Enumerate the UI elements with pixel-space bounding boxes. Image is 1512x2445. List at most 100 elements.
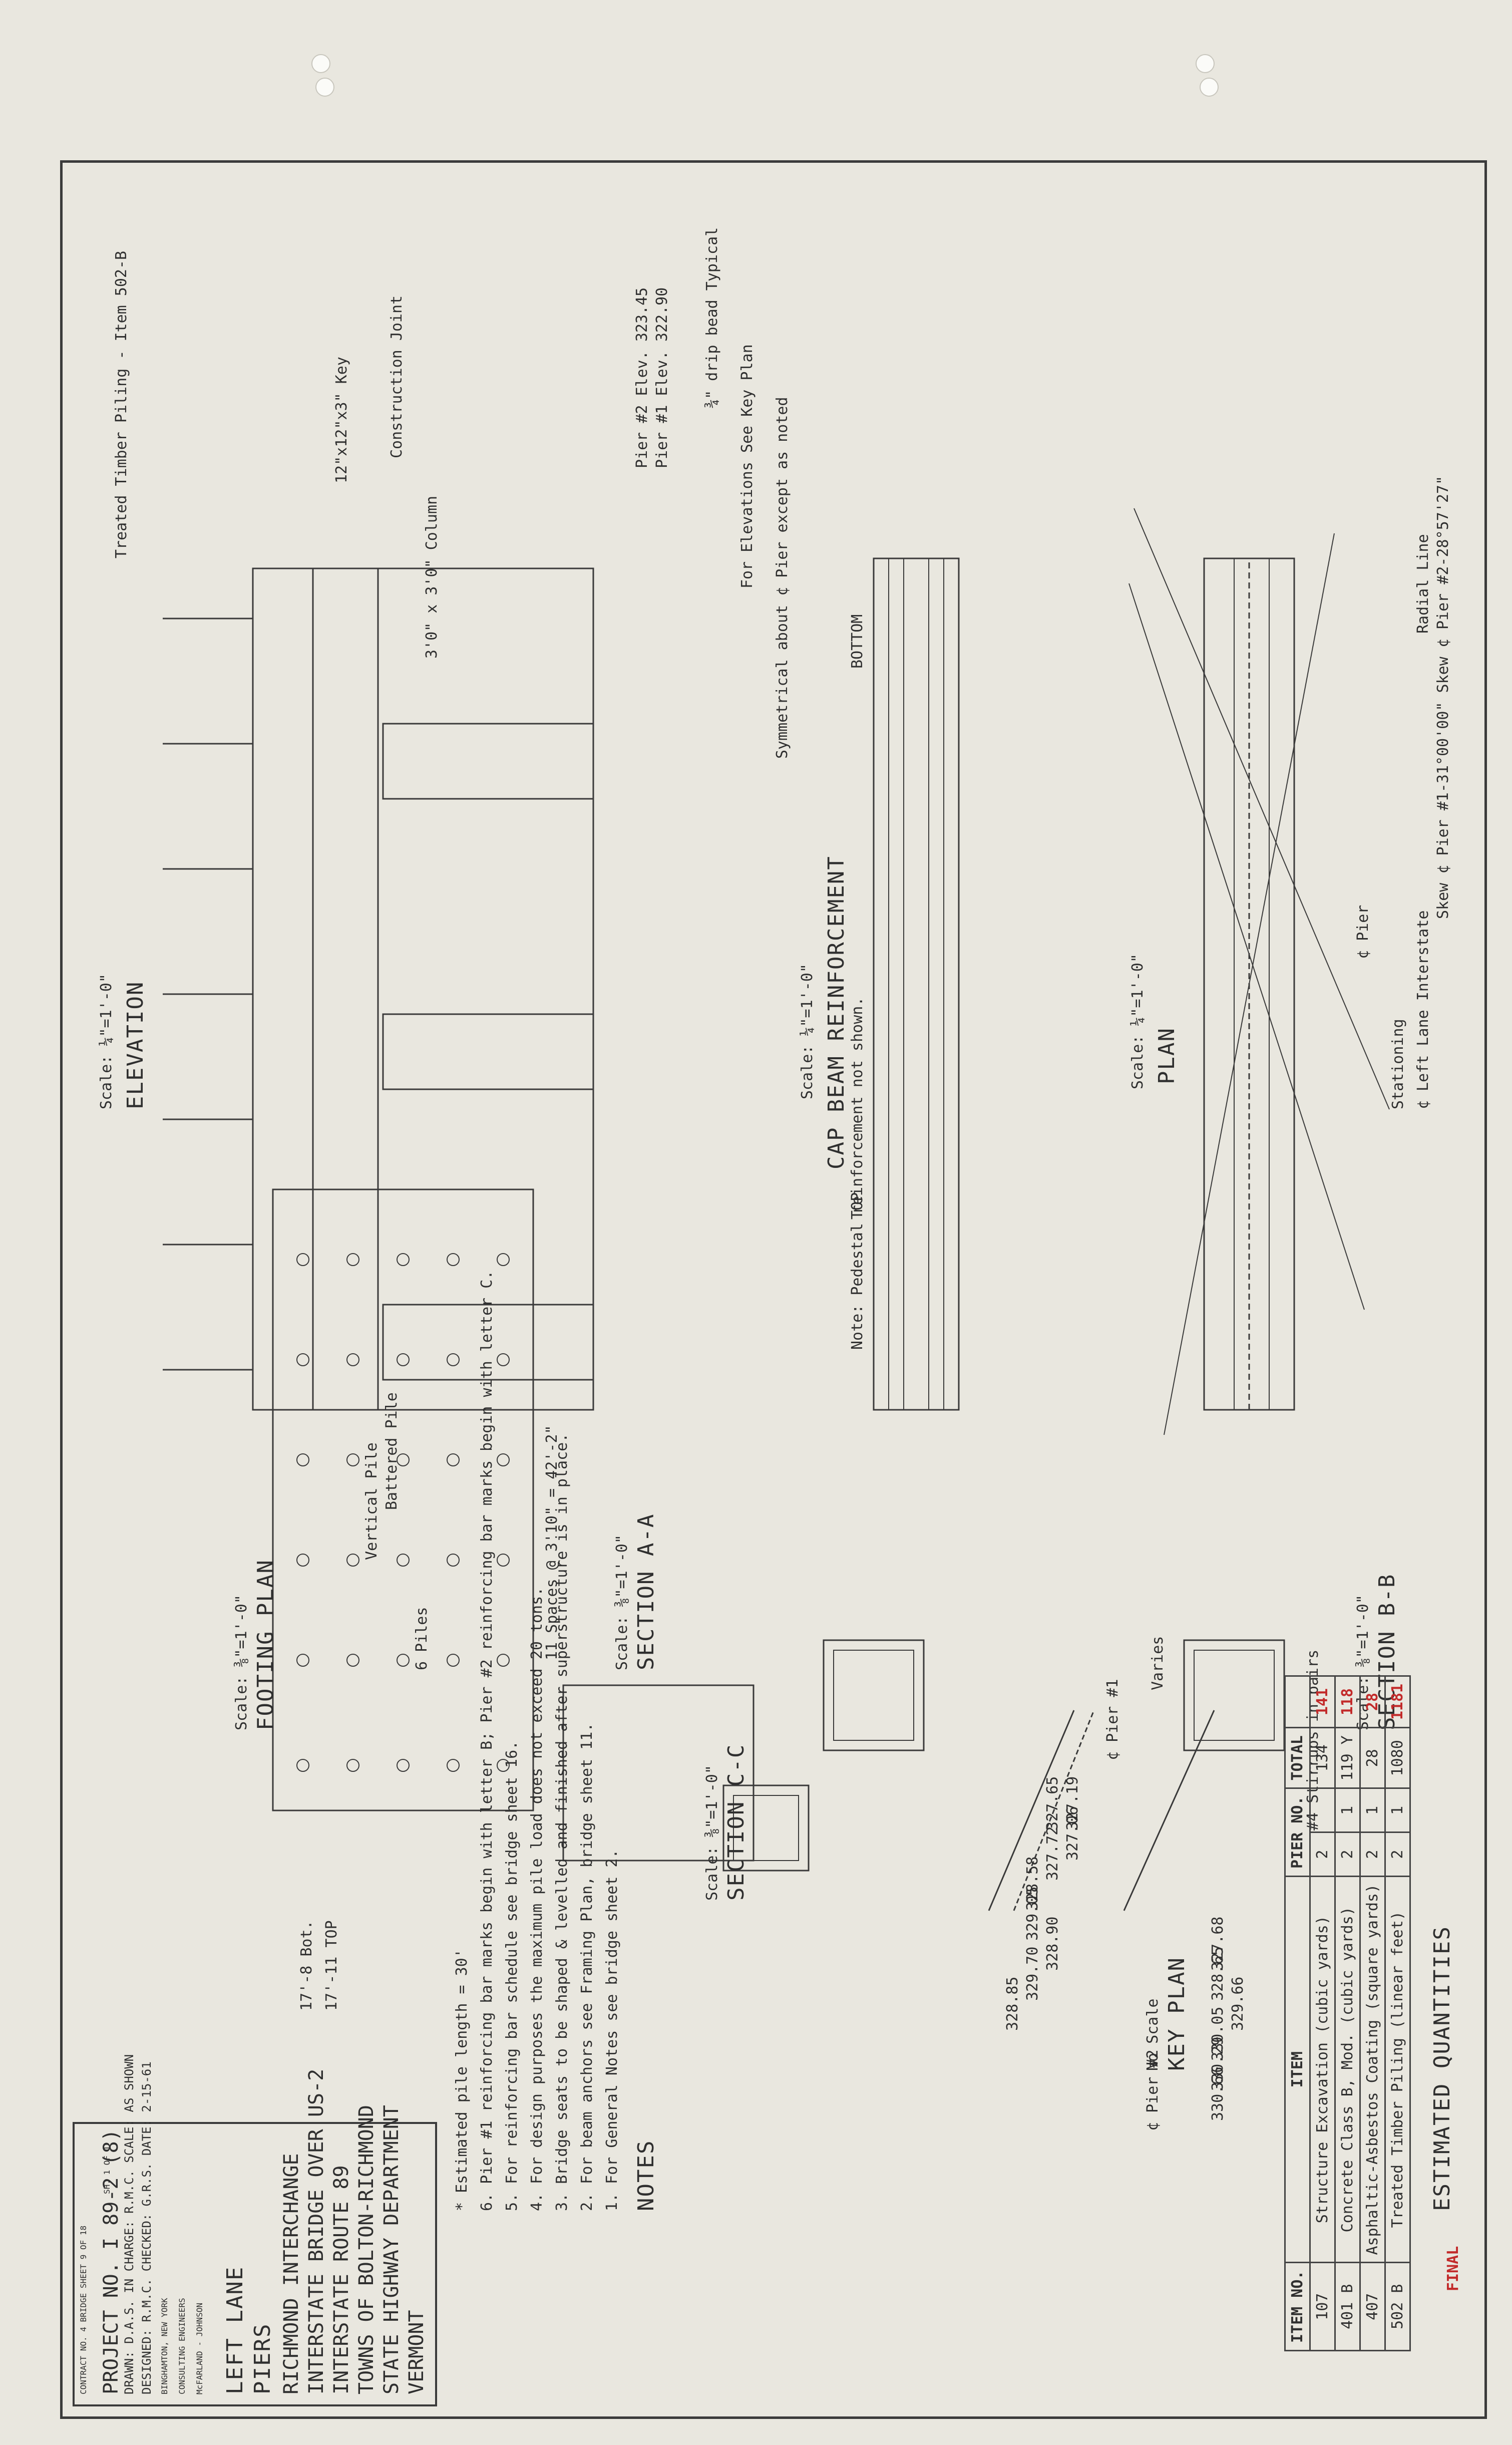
punch-hole [315,78,334,97]
key-label: 12"x12"x3" Key [333,357,350,483]
footing-top-dim: 17'-11 TOP [323,1920,340,2011]
note-1: 1. For General Notes see bridge sheet 2. [603,1849,621,2211]
col-total: TOTAL [1285,1727,1310,1788]
key-plan-title: KEY PLAN [1164,1957,1190,2071]
section-cc-title: SECTION C-C [723,1743,749,1901]
elevation-scale: Scale: ¼"=1'-0" [98,974,115,1109]
cell: 1080 [1385,1727,1410,1788]
rotated-drawing: Skew ¢ Pier #1-31°00'00" Skew ¢ Pier #2-… [63,163,1479,2411]
radial-line-label: Radial Line [1414,534,1432,634]
cell: 119 Y [1335,1727,1360,1788]
quantities-table: ITEM NO. ITEM PIER NO. TOTAL 107 Structu… [1284,1675,1411,2351]
column-label: 3'0" x 3'0" Column [423,495,441,659]
cell: 401 B [1335,2263,1360,2351]
drip-bead-note: ¾" drip bead Typical [703,227,721,408]
cell: 1 [1385,1788,1410,1832]
tb-state: VERMONT [405,2310,428,2394]
col-pier-no: PIER NO. [1285,1788,1310,1877]
cell: 1 [1335,1788,1360,1832]
vertical-pile-label: Vertical Pile [363,1442,381,1560]
tb-sheet: SH. 1 OF 1 [102,2146,112,2194]
col-final [1285,1676,1310,1728]
title-block: VERMONT STATE HIGHWAY DEPARTMENT TOWNS O… [73,2054,437,2406]
pedestal-note: Note: Pedestal reinforcement not shown. [849,997,866,1350]
cell: 28 [1360,1727,1385,1788]
piles-label: 6 Piles [413,1607,431,1670]
cap-beam-scale: Scale: ¼"=1'-0" [799,964,816,1099]
final-mark: FINAL [1444,2246,1462,2291]
tb-dept: STATE HIGHWAY DEPARTMENT [380,2105,403,2394]
table-row: 107 Structure Excavation (cubic yards) 2… [1310,1676,1335,2351]
cell: Treated Timber Piling (linear feet) [1385,1876,1410,2263]
section-cc-scale: Scale: ⅜"=1'-0" [703,1765,721,1901]
cell: 1181 [1385,1676,1410,1728]
col-item: ITEM [1285,1876,1310,2263]
cell: 2 [1335,1832,1360,1877]
note-2: 2. For beam anchors see Framing Plan, br… [578,1722,596,2211]
cell: 2 [1310,1832,1335,1877]
elevations-note: For Elevations See Key Plan [738,344,756,588]
cell: 28 [1360,1676,1385,1728]
cell: Structure Excavation (cubic yards) [1310,1876,1335,2263]
plan-title: PLAN [1154,1027,1180,1084]
left-lane-label: ¢ Left Lane Interstate [1414,910,1432,1109]
tb-lane: LEFT LANE [222,2266,248,2394]
table-row: 401 B Concrete Class B, Mod. (cubic yard… [1335,1676,1360,2351]
key-elev-4: 327.72 [1044,1826,1061,1881]
cell: 2 [1385,1832,1410,1877]
skew-note: Skew ¢ Pier #1-31°00'00" Skew ¢ Pier #2-… [1434,475,1452,919]
cell: 141 [1310,1676,1335,1728]
notes-title: NOTES [633,2140,659,2211]
key-elev-8: 329.70 [1024,1946,1041,2001]
punch-hole [1200,78,1219,97]
pier1-tag: ¢ Pier #1 [1104,1679,1121,1760]
timber-piling-label: Treated Timber Piling - Item 502-B [113,250,130,558]
stationing-label: Stationing [1389,1019,1407,1109]
tb-piers: PIERS [250,2323,275,2394]
elevation-title: ELEVATION [123,981,148,1109]
construction-joint-label: Construction Joint [388,295,406,458]
key-elev-11: 328.65 [1209,1946,1227,2001]
punch-hole [311,54,330,73]
tb-engineers2: CONSULTING ENGINEERS [177,2298,187,2394]
note-7: * Estimated pile length = 30' [453,1949,471,2211]
symmetrical-note: Symmetrical about ¢ Pier except as noted [774,397,791,759]
table-header: ITEM NO. ITEM PIER NO. TOTAL [1285,1676,1310,2351]
footing-plan-title: FOOTING PLAN [253,1559,278,1730]
table-row: 407 Asphaltic-Asbestos Coating (square y… [1360,1676,1385,2351]
battered-pile-label: Battered Pile [383,1392,401,1510]
linework [163,508,1390,1911]
col-item-no: ITEM NO. [1285,2263,1310,2351]
tb-designed: DESIGNED: R.M.C. CHECKED: G.R.S. DATE: 2… [140,2061,154,2394]
cell: 502 B [1385,2263,1410,2351]
tb-location: BINGHAMTON, NEW YORK [160,2298,169,2394]
cell: Concrete Class B, Mod. (cubic yards) [1335,1876,1360,2263]
tb-towns: TOWNS OF BOLTON-RICHMOND [355,2105,378,2394]
note-6: 6. Pier #1 reinforcing bar marks begin w… [478,1270,496,2211]
drawing-border [60,160,1487,2419]
pier-centerline-label: ¢ Pier [1354,904,1372,959]
cell [1310,1788,1335,1832]
tb-interchange: RICHMOND INTERCHANGE [280,2153,303,2394]
varies-label: Varies [1149,1636,1167,1690]
cell: 134 [1310,1727,1335,1788]
cell: 1 [1360,1788,1385,1832]
cell: 107 [1310,2263,1335,2351]
key-elev-6: 329.05 [1024,1886,1041,1941]
cell: 2 [1360,1832,1385,1877]
section-aa-title: SECTION A-A [633,1513,659,1670]
table-row: 502 B Treated Timber Piling (linear feet… [1385,1676,1410,2351]
tb-route: INTERSTATE ROUTE 89 [330,2165,353,2394]
key-elev-2: 327.06 [1064,1806,1081,1861]
key-elev-3: 327.65 [1044,1776,1061,1830]
pier1-elev: Pier #1 Elev. 322.90 [653,287,671,468]
note-5: 5. For reinforcing bar schedule see brid… [503,1740,521,2211]
cell: Asphaltic-Asbestos Coating (square yards… [1360,1876,1385,2263]
pier2-tag: ¢ Pier #2 [1144,2049,1162,2131]
note-4: 4. For design purposes the maximum pile … [528,1587,546,2211]
note-3: 3. Bridge seats to be shaped & levelled … [553,1433,571,2211]
plan-scale: Scale: ¼"=1'-0" [1129,954,1147,1089]
cell: 118 [1335,1676,1360,1728]
footing-bot-dim: 17'-8 Bot. [298,1920,315,2011]
